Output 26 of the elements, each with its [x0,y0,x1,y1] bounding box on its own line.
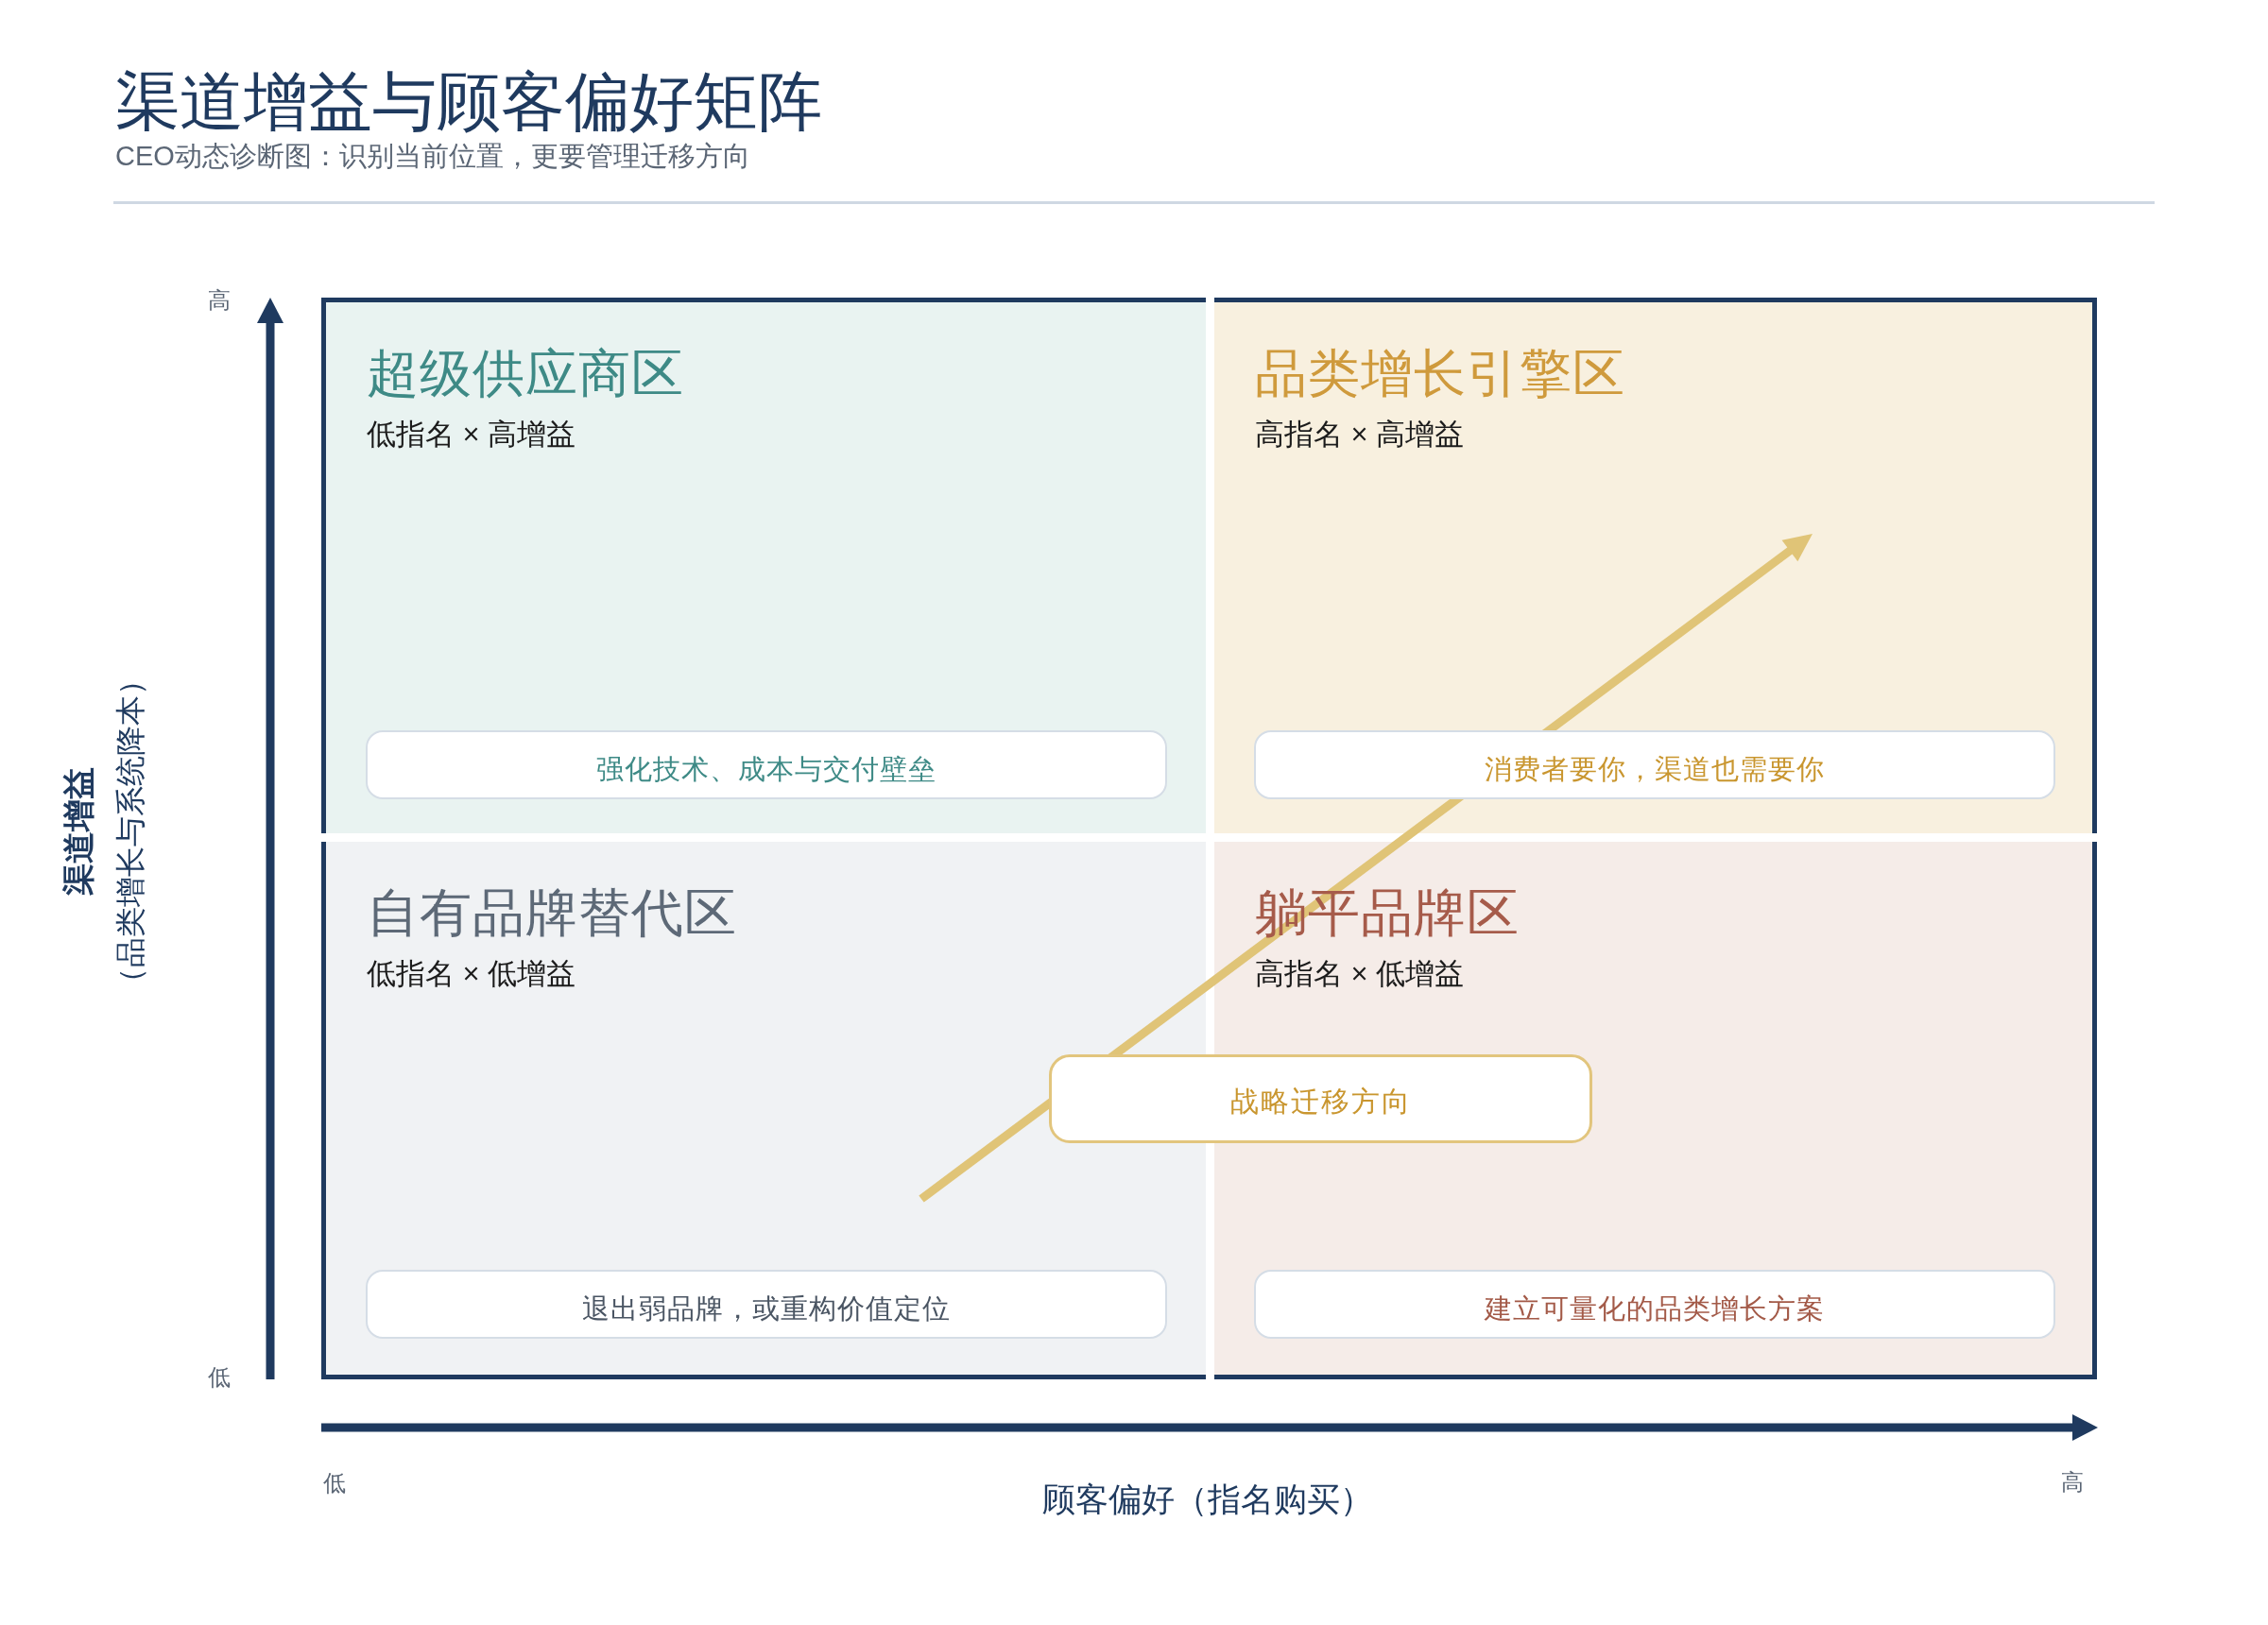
strategy-card: 退出弱品牌，或重构价值定位 [366,1270,1167,1339]
axis-tick-label: 高 [2061,1468,2084,1497]
quadrant-subtitle: 低指名 × 低增益 [367,956,576,992]
subtitle: CEO动态诊断图：识别当前位置，更要管理迁移方向 [115,140,750,173]
quadrant-subtitle: 高指名 × 高增益 [1255,417,1465,453]
quadrant-panel [321,842,1206,1379]
axis-title: 渠道增益 [59,767,97,896]
quadrant-panel [321,298,1206,833]
direction-callout: 战略迁移方向 [1049,1054,1592,1143]
axis-tick-label: 低 [323,1469,346,1497]
strategy-card: 强化技术、成本与交付壁垒 [366,730,1167,799]
axis-title: 顾客偏好（指名购买） [1042,1480,1373,1519]
strategy-card: 建立可量化的品类增长方案 [1254,1270,2055,1339]
axis-subtitle: （品类增长与系统降本） [112,665,148,998]
quadrant-heading: 躺平品牌区 [1255,882,1520,944]
strategy-card: 消费者要你，渠道也需要你 [1254,730,2055,799]
quadrant-heading: 品类增长引擎区 [1255,343,1625,404]
quadrant-panel [1214,298,2097,833]
quadrant-heading: 超级供应商区 [367,343,684,404]
quadrant-panel [1214,842,2097,1379]
axis-tick-label: 低 [208,1363,231,1392]
quadrant-subtitle: 低指名 × 高增益 [367,417,576,453]
quadrant-subtitle: 高指名 × 低增益 [1255,956,1465,992]
chart-title: 渠道增益与顾客偏好矩阵 [115,64,822,139]
quadrant-heading: 自有品牌替代区 [367,882,737,944]
axis-tick-label: 高 [208,286,231,315]
